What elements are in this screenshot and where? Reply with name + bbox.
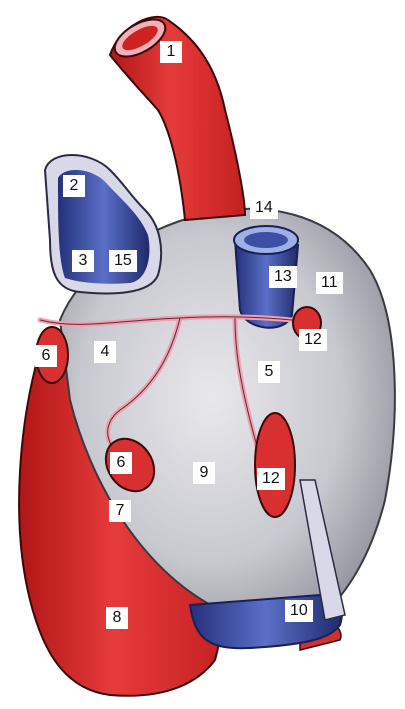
vessel-opening-lower-right <box>255 413 295 517</box>
label-2: 2 <box>63 175 85 197</box>
label-14: 14 <box>250 197 278 219</box>
label-1: 1 <box>160 41 182 63</box>
label-7: 7 <box>109 500 131 522</box>
label-9: 9 <box>193 462 215 484</box>
label-4: 4 <box>94 341 116 363</box>
label-6-mid: 6 <box>110 452 132 474</box>
label-15: 15 <box>109 250 137 272</box>
pulmonary-artery-lumen <box>244 232 288 248</box>
label-11: 11 <box>316 272 343 294</box>
label-3: 3 <box>72 250 94 272</box>
label-12-lower: 12 <box>257 468 285 490</box>
label-13: 13 <box>269 266 297 288</box>
label-12-upper: 12 <box>299 329 327 351</box>
label-10: 10 <box>285 600 313 622</box>
label-6-left: 6 <box>35 345 57 367</box>
label-5: 5 <box>258 361 280 383</box>
label-8: 8 <box>106 607 128 629</box>
